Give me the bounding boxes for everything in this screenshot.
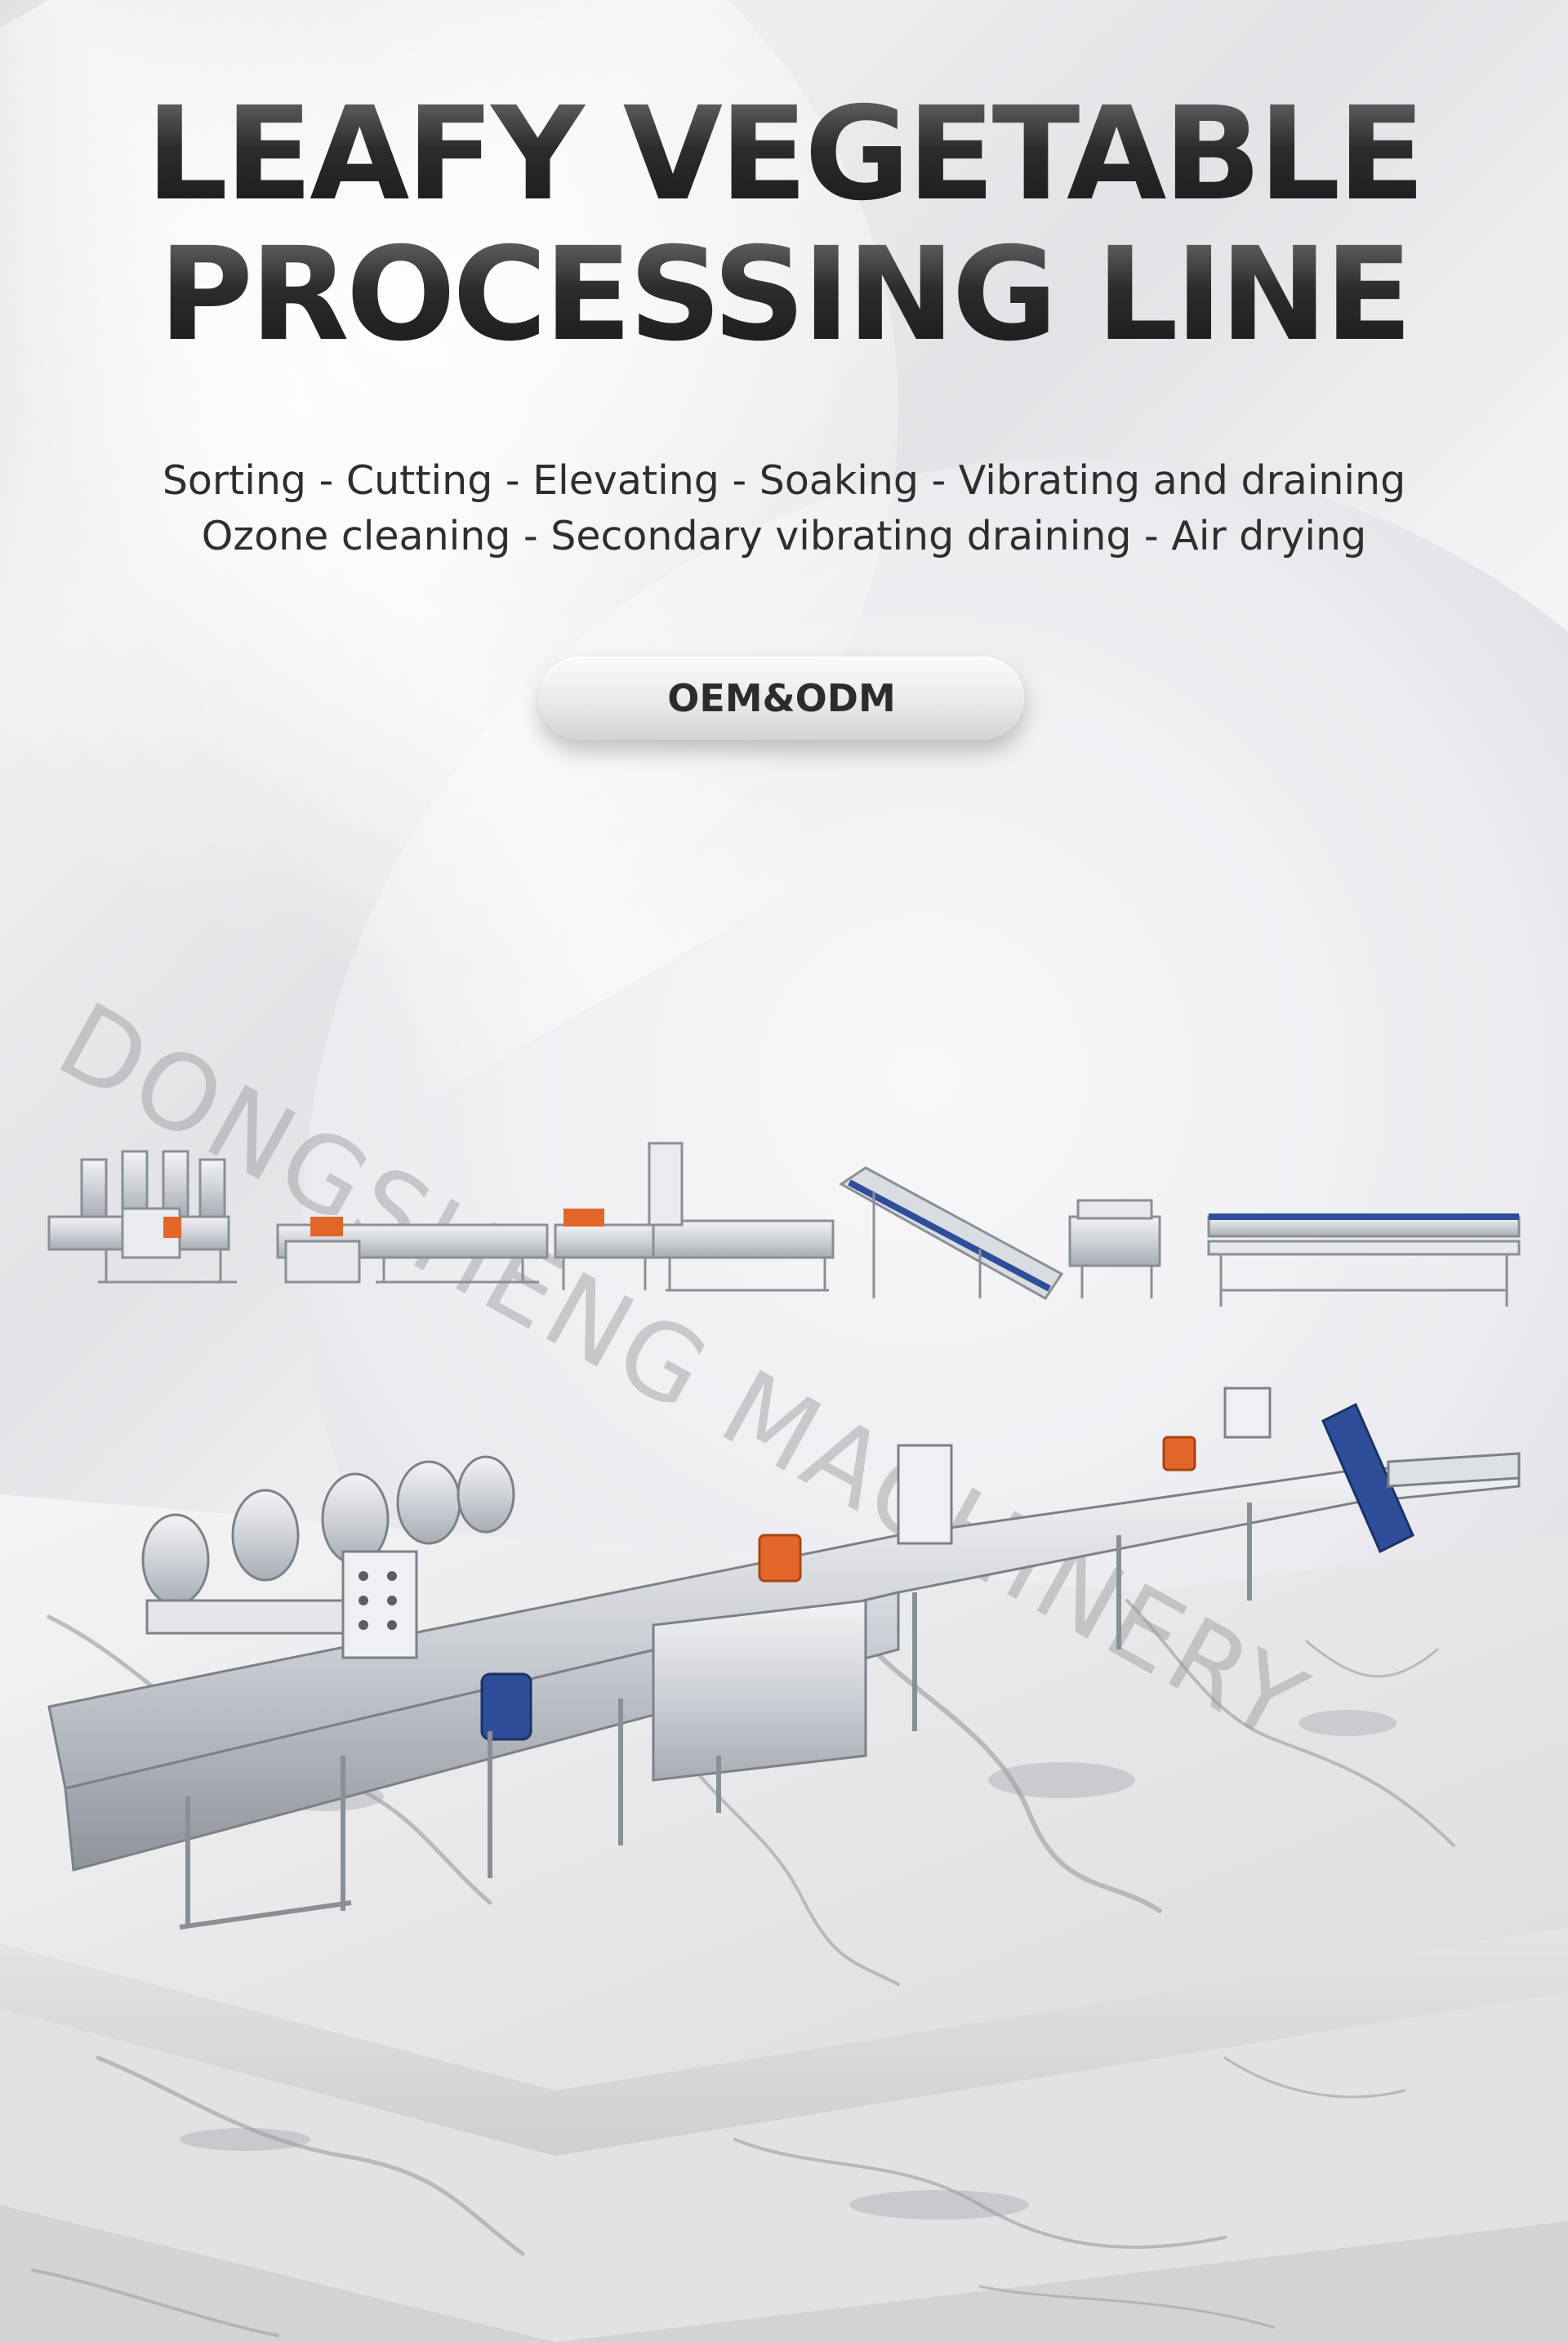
page-title-line-1: LEAFY VEGETABLE: [0, 90, 1568, 219]
cutting-machine: [1068, 1199, 1161, 1298]
elevator-conveyor: [839, 1166, 1064, 1300]
process-steps-line-1: Sorting - Cutting - Elevating - Soaking …: [162, 457, 1406, 504]
oem-odm-button[interactable]: OEM&ODM: [539, 657, 1024, 740]
perspective-processing-line: [47, 1387, 1521, 1930]
vibrating-motor: [480, 1672, 532, 1741]
process-steps-line-2: Ozone cleaning - Secondary vibrating dra…: [201, 513, 1367, 559]
ozone-washer-machine: [276, 1217, 549, 1284]
vibrating-drainer-machine: [554, 1209, 655, 1290]
control-cabinet: [341, 1550, 418, 1659]
soaking-tank-machine: [648, 1142, 835, 1292]
pump-orange-1: [758, 1534, 802, 1583]
sorting-table: [1207, 1213, 1521, 1307]
air-dryer-machine: [47, 1150, 237, 1284]
page-title-line-2: PROCESSING LINE: [0, 230, 1568, 359]
air-dryer-hoods: [141, 1455, 515, 1635]
side-view-processing-line: [47, 1142, 1521, 1307]
pump-orange-2: [1162, 1436, 1196, 1472]
